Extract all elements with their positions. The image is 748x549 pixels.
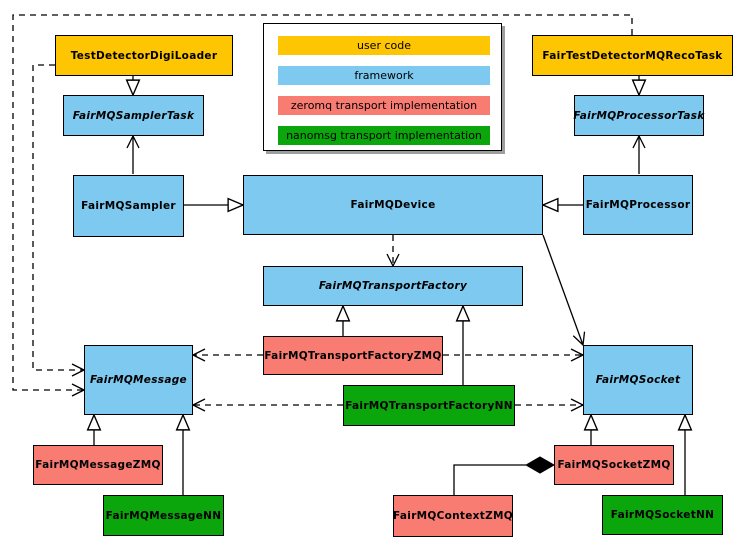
legend-item-user-code: user code <box>278 36 490 55</box>
node-fairmqcontextzmq: FairMQContextZMQ <box>393 495 513 537</box>
node-fairmqtransportfactorynn: FairMQTransportFactoryNN <box>343 385 515 426</box>
legend-item-framework: framework <box>278 66 490 85</box>
node-fairmqdevice: FairMQDevice <box>243 175 543 235</box>
node-fairtestdetectormqrecotask: FairTestDetectorMQRecoTask <box>532 35 733 76</box>
node-fairmqsamplertask: FairMQSamplerTask <box>63 95 204 136</box>
legend: user code framework zeromq transport imp… <box>263 23 502 151</box>
legend-label: zeromq transport implementation <box>290 99 478 112</box>
legend-label: user code <box>356 39 412 52</box>
legend-item-zeromq: zeromq transport implementation <box>278 96 490 115</box>
legend-label: nanomsg transport implementation <box>286 129 482 142</box>
node-fairmqsampler: FairMQSampler <box>73 175 184 237</box>
node-fairmqsocketnn: FairMQSocketNN <box>602 495 723 535</box>
node-fairmqmessagezmq: FairMQMessageZMQ <box>33 445 163 485</box>
node-fairmqsocket: FairMQSocket <box>583 345 693 415</box>
node-fairmqprocessortask: FairMQProcessorTask <box>573 95 704 136</box>
node-fairmqtransportfactory: FairMQTransportFactory <box>263 266 523 306</box>
node-fairmqmessage: FairMQMessage <box>84 345 193 415</box>
composition-diamond <box>524 456 556 474</box>
node-fairmqmessagenn: FairMQMessageNN <box>103 495 224 536</box>
node-fairmqtransportfactoryzmq: FairMQTransportFactoryZMQ <box>263 336 443 375</box>
node-fairmqprocessor: FairMQProcessor <box>583 175 693 235</box>
node-testdetectordigiloader: TestDetectorDigiLoader <box>55 35 233 76</box>
legend-label: framework <box>354 69 414 82</box>
node-fairmqsocketzmq: FairMQSocketZMQ <box>554 445 674 485</box>
legend-item-nanomsg: nanomsg transport implementation <box>278 126 490 145</box>
